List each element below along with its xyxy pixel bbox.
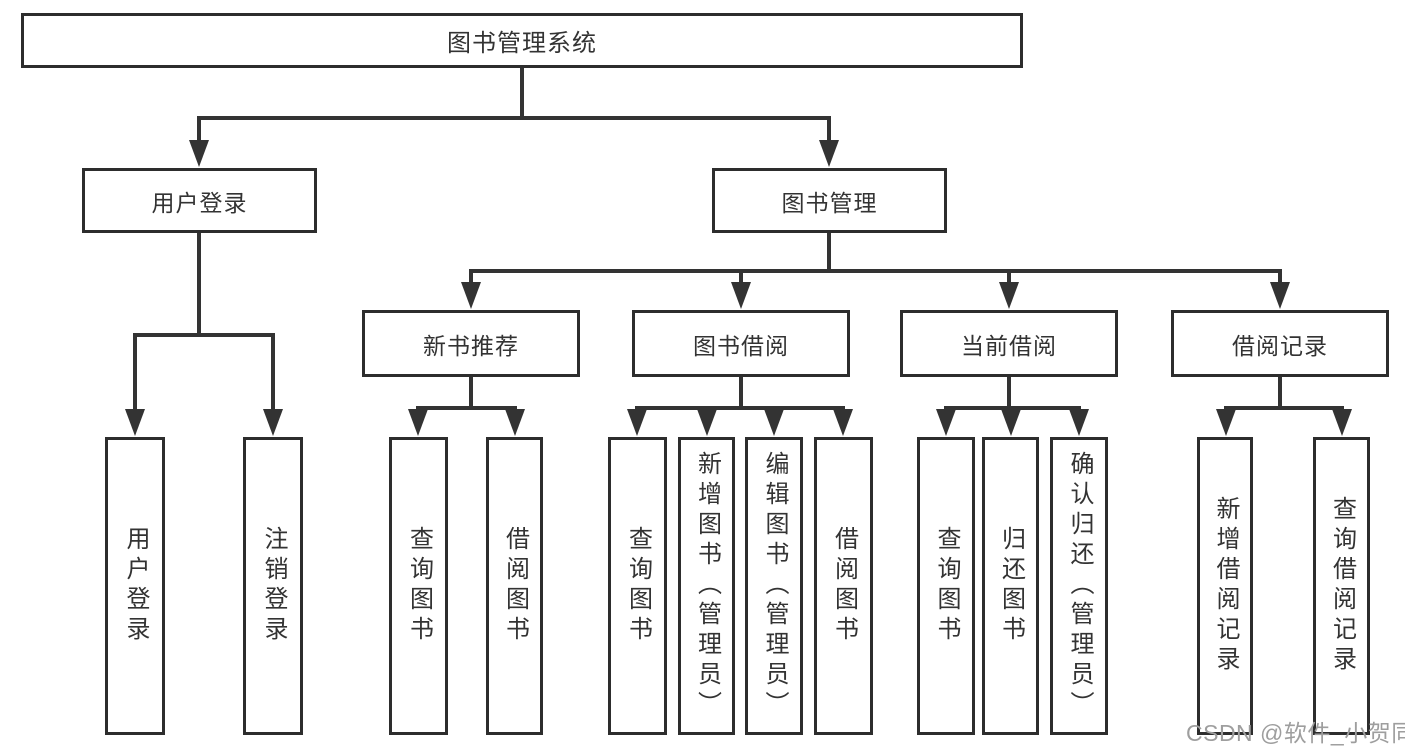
arrow-icon: [1216, 409, 1236, 436]
arrow-icon: [697, 409, 717, 436]
node-label: 归还图书: [997, 526, 1025, 646]
edge-book-mgmt-branch: [469, 269, 1282, 289]
arrow-icon: [408, 409, 428, 436]
leaf-borrow-book: 借阅图书: [486, 437, 543, 735]
leaf-query-borrow-record: 查询借阅记录: [1313, 437, 1370, 735]
arrow-icon: [627, 409, 647, 436]
watermark: CSDN @软件_小贺同学: [1186, 720, 1405, 746]
arrow-icon: [731, 282, 751, 309]
leaf-add-borrow-record: 新增借阅记录: [1197, 437, 1253, 735]
edge-record-branch: [1224, 406, 1344, 416]
node-book-management: 图书管理: [712, 168, 947, 233]
leaf-borrow-book: 借阅图书: [814, 437, 873, 735]
leaf-add-book-admin: 新增图书（管理员）: [678, 437, 735, 735]
arrow-icon: [1270, 282, 1290, 309]
node-label: 用户登录: [151, 189, 248, 216]
leaf-logout: 注销登录: [243, 437, 303, 735]
node-label: 图书借阅: [693, 332, 789, 359]
arrow-icon: [461, 282, 481, 309]
node-label: 新增借阅记录: [1212, 496, 1239, 676]
node-label: 确认归还（管理员）: [1066, 451, 1093, 721]
node-label: 用户登录: [122, 526, 149, 646]
leaf-confirm-return-admin: 确认归还（管理员）: [1050, 437, 1108, 735]
node-new-book-recommend: 新书推荐: [362, 310, 580, 377]
arrow-icon: [189, 140, 209, 167]
arrow-icon: [999, 282, 1019, 309]
node-label: 查询图书: [624, 526, 652, 646]
arrow-icon: [764, 409, 784, 436]
node-label: 查询图书: [933, 526, 960, 646]
node-label: 新书推荐: [423, 332, 519, 359]
edge-current-branch: [944, 406, 1081, 416]
node-label: 当前借阅: [961, 332, 1057, 359]
node-label: 图书管理: [781, 189, 878, 216]
edge-borrow-branch: [635, 406, 845, 416]
node-label: 新增图书（管理员）: [693, 451, 721, 721]
leaf-query-book: 查询图书: [608, 437, 667, 735]
leaf-query-book: 查询图书: [917, 437, 975, 735]
arrow-icon: [125, 409, 145, 436]
arrow-icon: [936, 409, 956, 436]
node-user-login: 用户登录: [82, 168, 317, 233]
node-borrow-record: 借阅记录: [1171, 310, 1389, 377]
arrow-icon: [1001, 409, 1021, 436]
arrow-icon: [505, 409, 525, 436]
leaf-edit-book-admin: 编辑图书（管理员）: [745, 437, 803, 735]
node-label: 图书管理系统: [447, 30, 597, 57]
node-current-borrow: 当前借阅: [900, 310, 1118, 377]
node-label: 注销登录: [260, 526, 287, 646]
arrow-icon: [1069, 409, 1089, 436]
edge-newbook-branch: [416, 406, 517, 416]
arrow-icon: [833, 409, 853, 436]
node-label: 借阅记录: [1232, 332, 1328, 359]
arrow-icon: [819, 140, 839, 167]
node-book-borrow: 图书借阅: [632, 310, 850, 377]
node-library-management-system: 图书管理系统: [21, 13, 1023, 68]
node-label: 查询借阅记录: [1328, 496, 1356, 676]
edge-user-login-branch: [133, 333, 275, 412]
leaf-query-book: 查询图书: [389, 437, 448, 735]
edge-root-branch: [197, 116, 831, 148]
leaf-return-book: 归还图书: [982, 437, 1039, 735]
leaf-user-login: 用户登录: [105, 437, 165, 735]
node-label: 查询图书: [405, 526, 433, 646]
node-label: 借阅图书: [501, 526, 529, 646]
arrow-icon: [1332, 409, 1352, 436]
node-label: 借阅图书: [830, 526, 858, 646]
arrow-icon: [263, 409, 283, 436]
node-label: 编辑图书（管理员）: [761, 451, 788, 721]
